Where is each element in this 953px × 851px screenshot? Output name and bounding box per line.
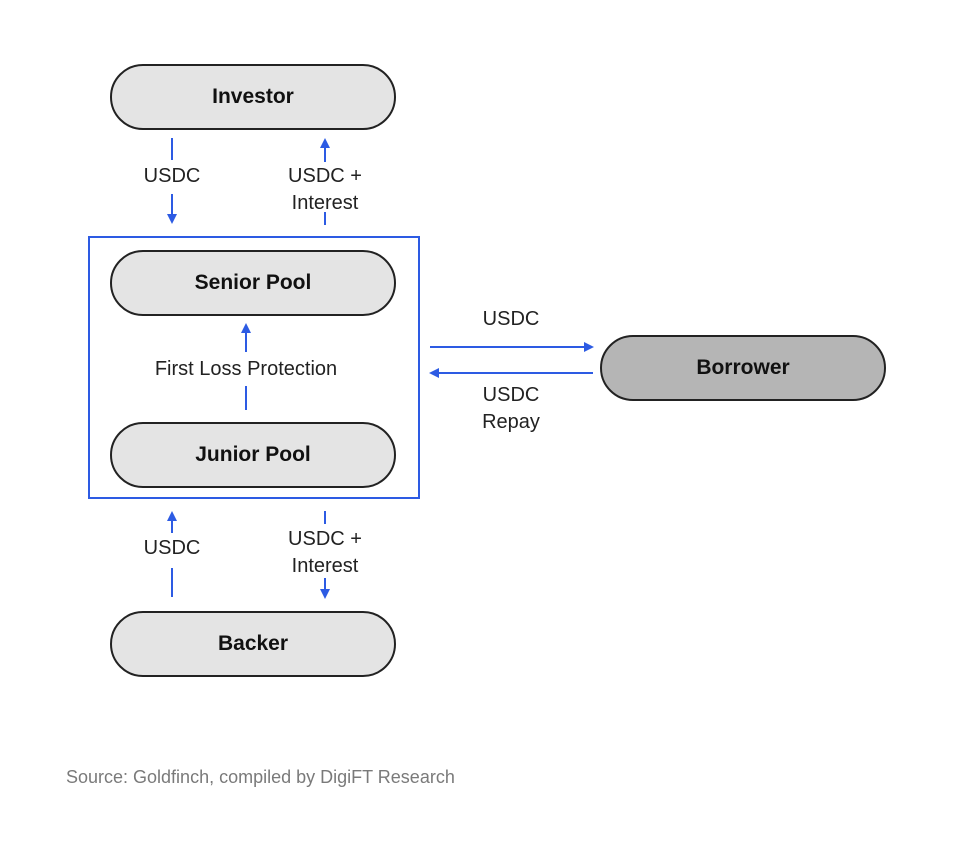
label-borrower-repay-line2: Repay	[482, 411, 540, 433]
label-investor-return-line1: USDC +	[288, 165, 362, 187]
pool-group-frame	[88, 236, 420, 499]
label-investor-return-line2: Interest	[291, 192, 359, 214]
source-note: Source: Goldfinch, compiled by DigiFT Re…	[66, 767, 455, 787]
node-junior-pool: Junior Pool	[110, 422, 396, 488]
node-senior-pool: Senior Pool	[110, 250, 396, 316]
node-backer: Backer	[110, 611, 396, 677]
label-first-loss: First Loss Protection	[154, 358, 338, 380]
label-backer-return-line1: USDC +	[288, 528, 362, 550]
label-borrower-usdc: USDC	[482, 308, 540, 330]
label-investor-usdc: USDC	[143, 165, 201, 187]
node-investor: Investor	[110, 64, 396, 130]
label-backer-return-line2: Interest	[291, 555, 359, 577]
node-borrower: Borrower	[600, 335, 886, 401]
label-backer-usdc: USDC	[143, 537, 201, 559]
label-borrower-repay-line1: USDC	[482, 384, 540, 406]
